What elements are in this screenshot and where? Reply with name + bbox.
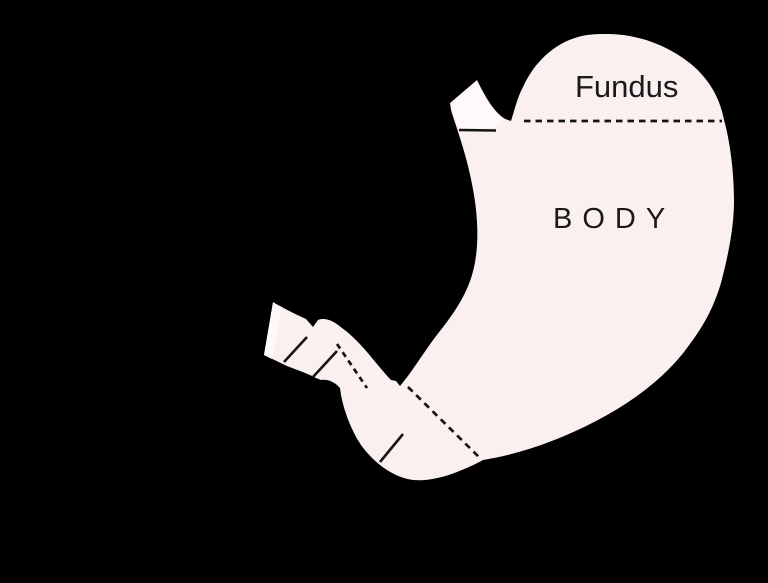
body-label: BODY	[553, 203, 675, 235]
antrum-boundary-dashed-line	[407, 386, 482, 460]
esophagus-cut-surface	[452, 81, 503, 128]
cardia-leader-line	[458, 128, 497, 132]
fundus-label: Fundus	[575, 69, 678, 104]
duodenum-leader-line	[283, 336, 308, 363]
duodenum-cut-surface	[264, 303, 282, 359]
stomach-shape	[264, 34, 734, 481]
antrum-leader-line	[378, 433, 405, 463]
pylorus-boundary-dashed-line	[335, 343, 369, 389]
pyloric-sphincter-leader-line	[312, 350, 338, 378]
